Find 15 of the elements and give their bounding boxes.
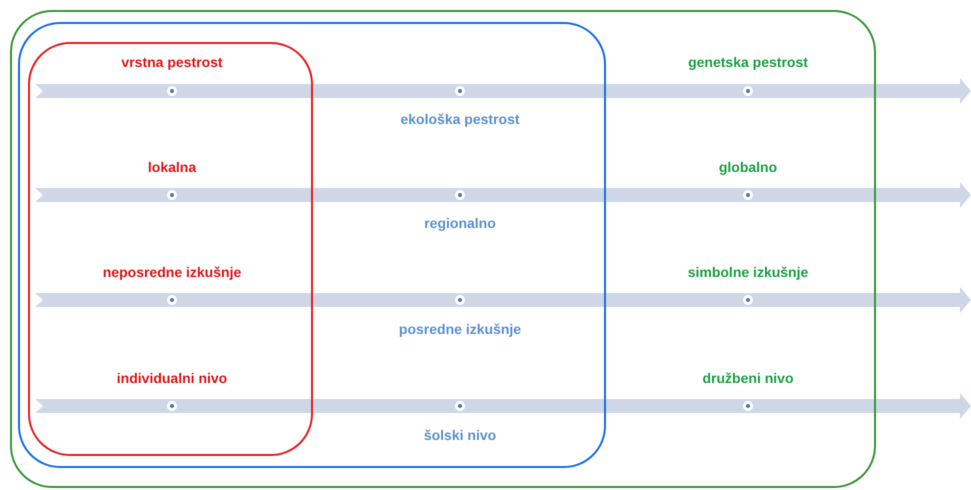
category-label: ekološka pestrost	[400, 111, 520, 127]
category-label: družbeni nivo	[702, 370, 794, 386]
category-label: posredne izkušnje	[398, 321, 522, 337]
category-label: simbolne izkušnje	[688, 264, 808, 280]
category-label: vrstna pestrost	[121, 54, 223, 70]
rounded-frame	[10, 10, 876, 488]
rounded-frame	[28, 42, 313, 456]
category-label: individualni nivo	[116, 370, 228, 386]
category-label: globalno	[718, 159, 778, 175]
rounded-frame	[18, 22, 606, 468]
category-label: genetska pestrost	[688, 54, 808, 70]
category-label: lokalna	[148, 159, 196, 175]
category-label: neposredne izkušnje	[102, 264, 242, 280]
category-label: regionalno	[424, 215, 496, 231]
category-label: šolski nivo	[424, 427, 496, 443]
